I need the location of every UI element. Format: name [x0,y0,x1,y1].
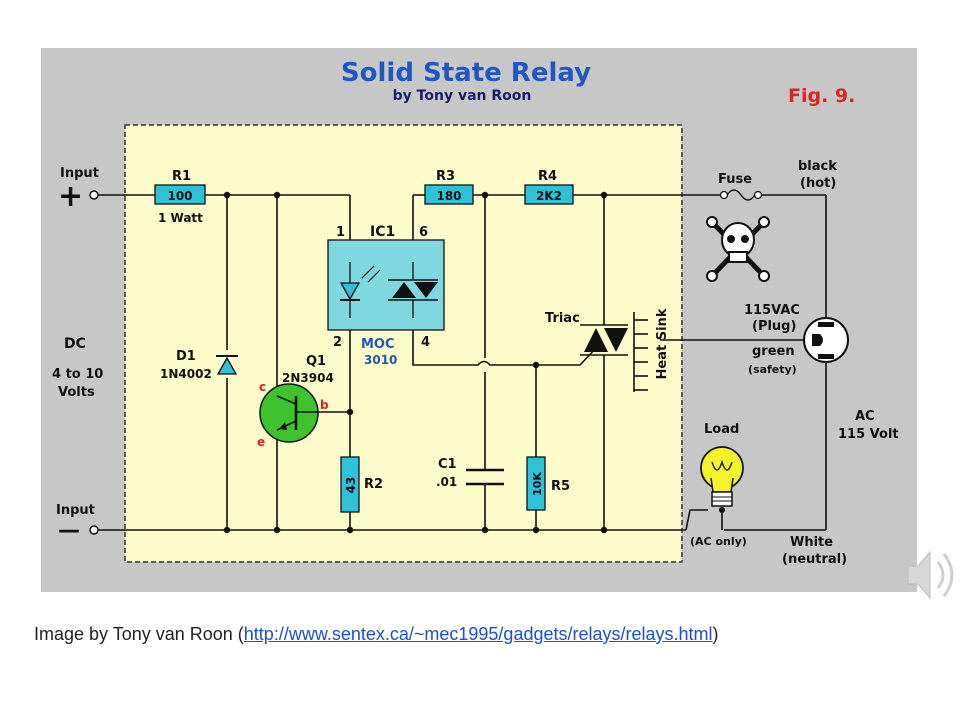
r5-value: 10K [531,472,544,496]
image-credit-caption: Image by Tony van Roon (http://www.sente… [34,624,719,645]
r1-resistor [154,184,206,205]
r2-value: 43 [344,477,358,494]
ic-pin-1: 1 [336,225,345,240]
r4-value: 2K2 [536,189,562,203]
r4-label: R4 [538,169,557,184]
heat-sink-label: Heat Sink [655,308,670,379]
minus-sign: — [58,518,80,543]
r2-label: R2 [364,477,383,492]
ac-plug [803,317,849,363]
ic1-label: IC1 [370,224,395,240]
r5-resistor [526,456,546,511]
neutral-wire-label-1: White [790,535,833,550]
figure-number: Fig. 9. [788,85,855,107]
input-bottom-label: Input [56,503,95,518]
plus-sign: + [58,179,83,214]
dc-label: DC [64,336,86,352]
plug-voltage-label: 115VAC [744,303,800,318]
r5-label: R5 [551,479,570,494]
r3-value: 180 [436,189,461,203]
fuse [719,189,763,201]
q1-transistor [259,383,319,443]
r1-label: R1 [172,169,191,184]
neutral-wire-label-2: (neutral) [782,552,847,567]
source-link[interactable]: http://www.sentex.ca/~mec1995/gadgets/re… [243,624,713,644]
triac-label: Triac [545,311,580,326]
caption-prefix: Image by Tony van Roon ( [34,624,244,644]
load-label: Load [704,422,739,437]
d1-diode [216,355,238,375]
green-wire-label: green [752,344,795,359]
r3-label: R3 [436,169,455,184]
wires [98,194,827,531]
hot-wire-label-2: (hot) [800,176,836,191]
r4-resistor [524,184,574,205]
safety-wire-label: (safety) [748,363,797,376]
fuse-label: Fuse [718,172,752,187]
hot-wire-label-1: black [798,159,837,174]
junctions [223,191,608,534]
dc-range-line2: Volts [58,385,95,400]
r2-resistor [340,456,360,513]
d1-part: 1N4002 [160,367,212,381]
diagram-subtitle: by Tony van Roon [393,88,532,104]
r1-rating: 1 Watt [158,211,203,225]
input-minus-terminal [89,525,99,535]
ic-pin-2: 2 [333,335,342,350]
dc-range-line1: 4 to 10 [52,367,103,382]
heat-sink [633,312,648,392]
ac-only-note: (AC only) [690,535,747,548]
ic1-part-line2: 3010 [364,353,397,367]
c1-value: .01 [436,475,457,489]
caption-suffix: ) [712,624,719,644]
ac-voltage-label: 115 Volt [838,427,899,442]
input-top-label: Input [60,166,99,181]
ac-label: AC [855,409,875,424]
c1-label: C1 [438,457,457,472]
q1-emitter-pin: e [257,435,265,449]
c1-capacitor [466,468,504,486]
r1-value: 100 [167,189,192,203]
plug-label: (Plug) [752,319,796,334]
input-plus-terminal [89,190,99,200]
load-bulb-icon [700,446,744,513]
ic1-led [339,262,381,318]
ic1-diac [388,262,438,318]
q1-collector-pin: c [259,380,266,394]
q1-label: Q1 [306,354,326,369]
q1-base-pin: b [320,398,329,412]
ic-pin-4: 4 [421,335,430,350]
diagram-title: Solid State Relay [341,58,591,88]
speaker-icon[interactable] [907,550,954,600]
r3-resistor [424,184,474,205]
triac [580,324,628,356]
ic-pin-6: 6 [419,225,428,240]
q1-part: 2N3904 [282,371,334,385]
d1-label: D1 [176,349,196,364]
ic1-part-line1: MOC [361,337,395,352]
danger-skull-icon [706,216,770,282]
